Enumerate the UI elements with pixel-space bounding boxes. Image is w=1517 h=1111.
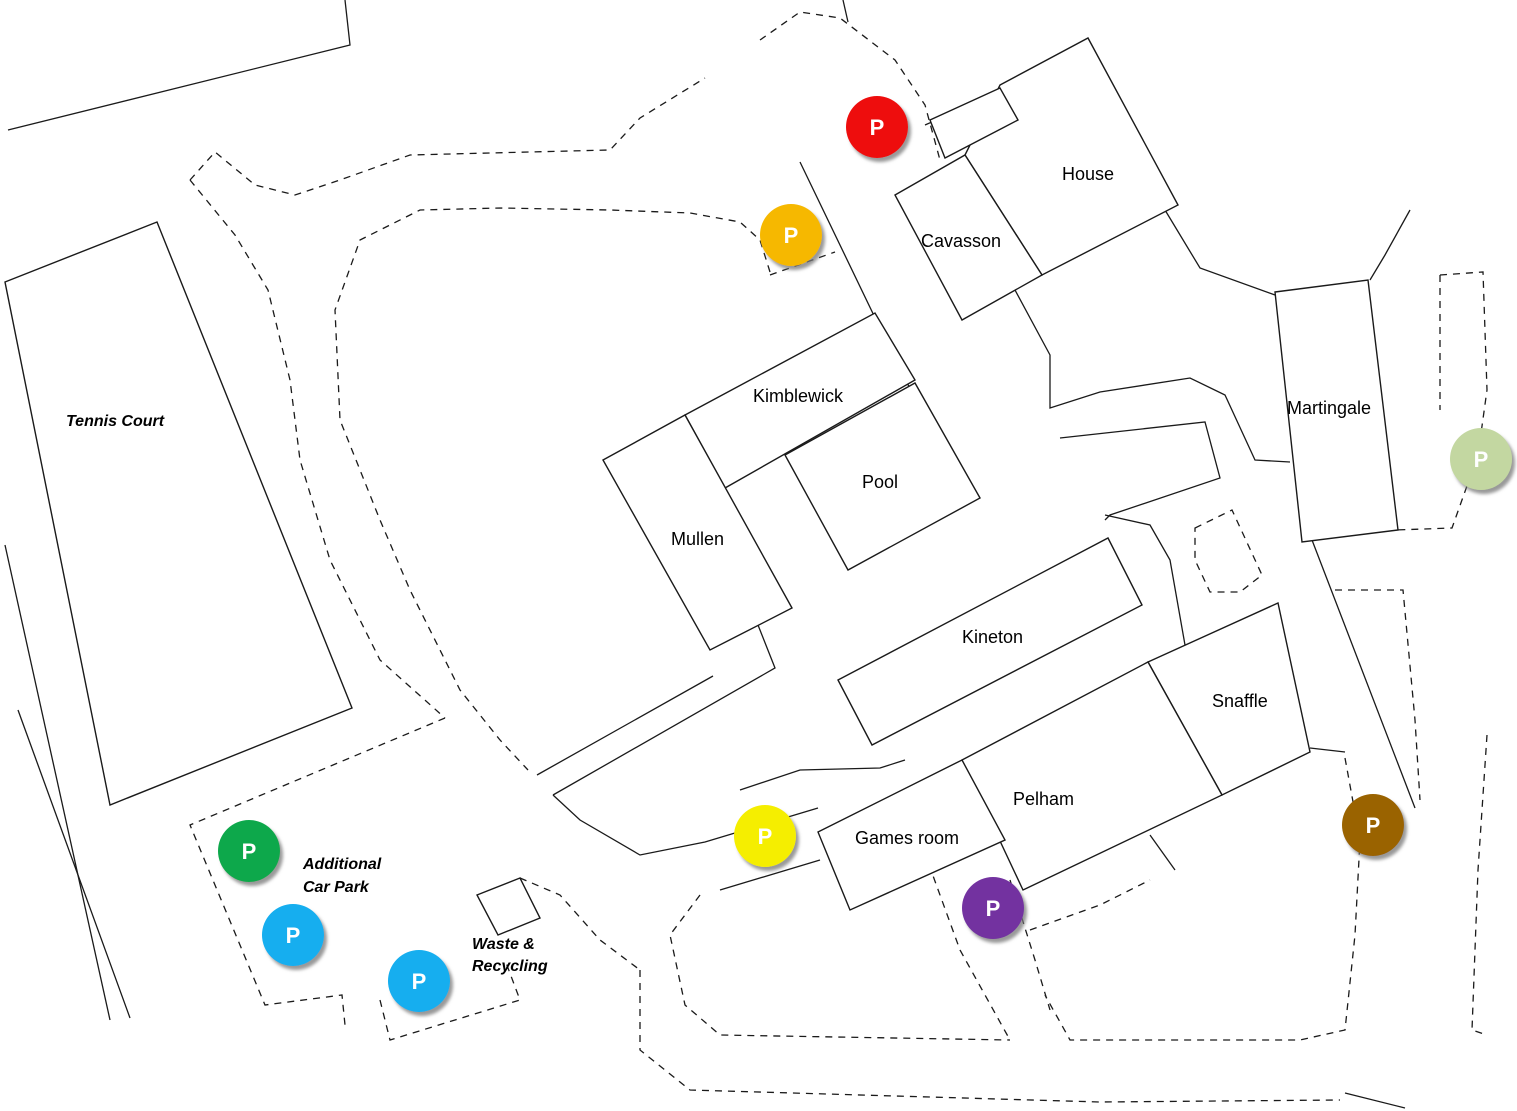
building-kineton <box>837 537 1143 746</box>
parking-marker-red[interactable]: P <box>846 96 908 158</box>
building-games-room <box>817 759 1006 911</box>
label-games-room: Games room <box>855 828 959 848</box>
parking-marker-orange-label: P <box>784 223 799 248</box>
parking-marker-sage-dot <box>1450 428 1512 490</box>
parking-marker-yellow-label: P <box>758 824 773 849</box>
parking-marker-purple[interactable]: P <box>962 877 1024 939</box>
parking-markers: P P P P P P P P <box>218 96 1512 1012</box>
parking-marker-orange[interactable]: P <box>760 204 822 266</box>
parking-marker-green[interactable]: P <box>218 820 280 882</box>
parking-marker-green-dot <box>218 820 280 882</box>
parking-marker-blue-2-dot <box>388 950 450 1012</box>
parking-marker-sage[interactable]: P <box>1450 428 1512 490</box>
parking-marker-orange-dot <box>760 204 822 266</box>
waste-bin <box>476 877 541 936</box>
tennis-court <box>4 221 353 806</box>
parking-marker-blue-1[interactable]: P <box>262 904 324 966</box>
waste-recycling-label-1: Waste & <box>472 936 535 953</box>
dashed-paths <box>189 11 1488 1103</box>
parking-marker-blue-1-dot <box>262 904 324 966</box>
parking-marker-brown[interactable]: P <box>1342 794 1404 856</box>
parking-marker-blue-1-label: P <box>286 923 301 948</box>
parking-marker-purple-dot <box>962 877 1024 939</box>
tennis-court-label: Tennis Court <box>66 413 165 430</box>
additional-car-park-label-2: Car Park <box>303 879 370 896</box>
label-pool: Pool <box>862 472 898 492</box>
building-pelham <box>961 661 1223 891</box>
building-mullen <box>602 414 793 651</box>
road-lines <box>4 0 1416 1109</box>
building-martingale <box>1274 279 1399 543</box>
building-cavasson <box>894 154 1043 321</box>
parking-marker-sage-label: P <box>1474 447 1489 472</box>
additional-car-park-label-1: Additional <box>302 856 382 873</box>
buildings <box>476 37 1399 936</box>
area-labels: Additional Car Park Waste & Recycling <box>302 856 548 975</box>
building-labels: House Cavasson Kimblewick Pool Mullen Ma… <box>671 164 1371 848</box>
label-kimblewick: Kimblewick <box>753 386 844 406</box>
label-martingale: Martingale <box>1287 398 1371 418</box>
parking-marker-purple-label: P <box>986 896 1001 921</box>
parking-marker-brown-dot <box>1342 794 1404 856</box>
parking-marker-blue-2[interactable]: P <box>388 950 450 1012</box>
building-annex <box>929 87 1019 159</box>
parking-marker-red-dot <box>846 96 908 158</box>
label-kineton: Kineton <box>962 627 1023 647</box>
parking-marker-brown-label: P <box>1366 813 1381 838</box>
label-cavasson: Cavasson <box>921 231 1001 251</box>
building-pool <box>784 382 981 571</box>
label-pelham: Pelham <box>1013 789 1074 809</box>
parking-marker-red-label: P <box>870 115 885 140</box>
waste-recycling-label-2: Recycling <box>472 958 548 975</box>
label-house: House <box>1062 164 1114 184</box>
parking-marker-yellow-dot <box>734 805 796 867</box>
parking-marker-green-label: P <box>242 839 257 864</box>
label-snaffle: Snaffle <box>1212 691 1268 711</box>
parking-marker-yellow[interactable]: P <box>734 805 796 867</box>
label-mullen: Mullen <box>671 529 724 549</box>
parking-marker-blue-2-label: P <box>412 969 427 994</box>
